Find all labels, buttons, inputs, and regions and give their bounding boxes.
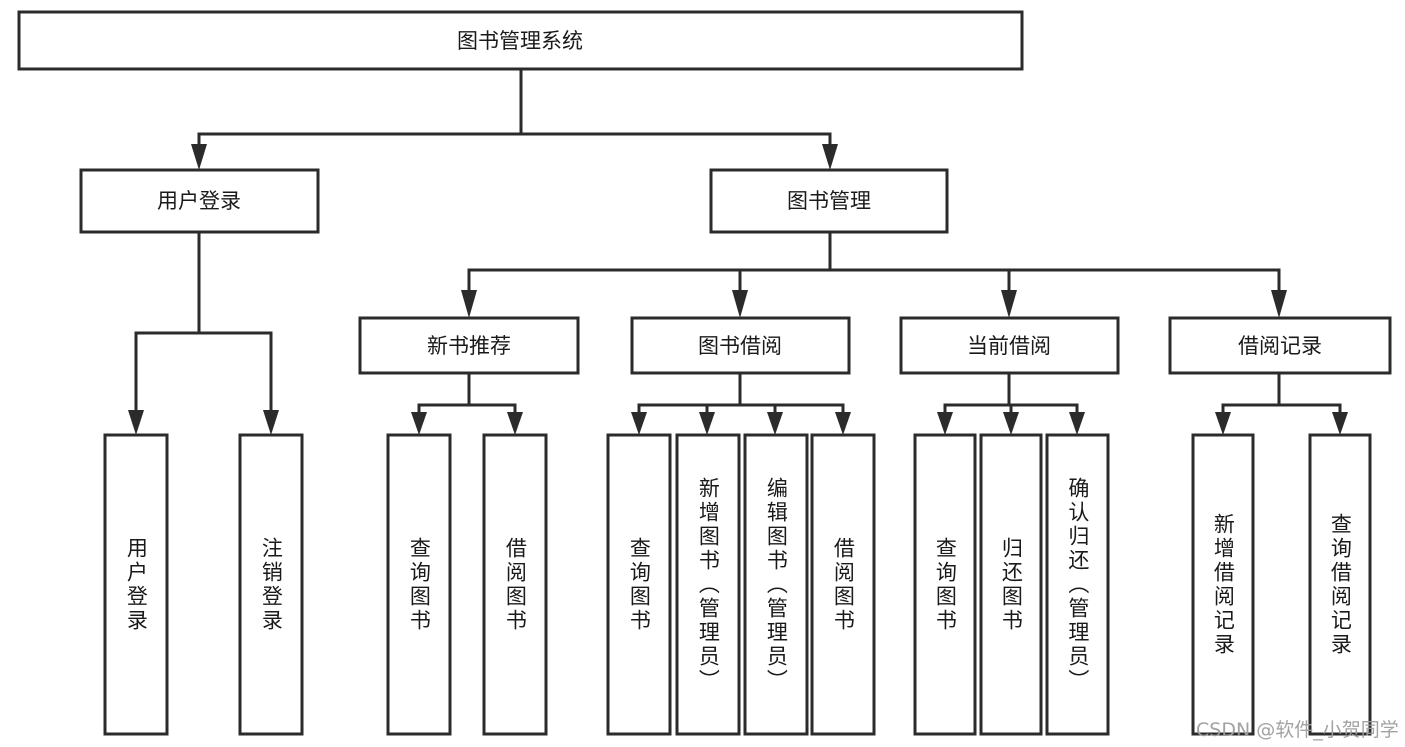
leaf-box-user-login[interactable] xyxy=(103,433,169,736)
leaf-box-query-book-3[interactable] xyxy=(913,433,977,736)
arrow-to-leaf-borrow-book-2 xyxy=(835,412,851,435)
arrow-to-leaf-confirm-return xyxy=(1069,412,1085,435)
node-new-book-recommend[interactable]: 新书推荐 xyxy=(358,316,580,375)
csdn-watermark: CSDN @软件_小贺同学 xyxy=(1196,719,1399,741)
arrow-to-borrow-record xyxy=(1271,290,1287,318)
leaf-box-add-book[interactable] xyxy=(675,433,741,736)
leaf-box-return-book[interactable] xyxy=(979,433,1043,736)
arrow-to-leaf-edit-book xyxy=(767,412,783,435)
node-current-borrow-label: 当前借阅 xyxy=(967,334,1051,358)
arrow-to-new-book-rec xyxy=(461,290,477,318)
leaf-box-borrow-book-2[interactable] xyxy=(810,433,876,736)
leaf-box-query-book-1[interactable] xyxy=(386,433,452,736)
node-root-label: 图书管理系统 xyxy=(457,29,583,53)
node-borrow-record-box[interactable] xyxy=(1168,316,1392,375)
node-borrow-record-label: 借阅记录 xyxy=(1238,334,1322,358)
node-user-login-box[interactable] xyxy=(79,168,320,234)
node-book-management[interactable]: 图书管理 xyxy=(709,168,949,234)
arrow-to-leaf-return-book xyxy=(1003,412,1019,435)
node-borrow-record[interactable]: 借阅记录 xyxy=(1168,316,1392,375)
node-book-borrow-box[interactable] xyxy=(630,316,851,375)
node-book-borrow[interactable]: 图书借阅 xyxy=(630,316,851,375)
leaf-box-query-book-2[interactable] xyxy=(606,433,672,736)
node-current-borrow-box[interactable] xyxy=(899,316,1120,375)
leaf-box-add-record[interactable] xyxy=(1191,433,1255,736)
arrow-to-leaf-add-book xyxy=(699,412,715,435)
arrow-to-leaf-user-login xyxy=(128,410,144,435)
node-book-management-box[interactable] xyxy=(709,168,949,234)
arrow-to-leaf-query-record xyxy=(1332,412,1348,435)
leaf-box-logout[interactable] xyxy=(238,433,304,736)
node-user-login-label: 用户登录 xyxy=(157,189,241,213)
arrow-to-leaf-query-book-3 xyxy=(937,412,953,435)
node-current-borrow[interactable]: 当前借阅 xyxy=(899,316,1120,375)
arrow-to-leaf-add-record xyxy=(1215,412,1231,435)
arrow-to-book-borrow xyxy=(732,290,748,318)
connector-layer xyxy=(128,67,1348,435)
arrow-to-leaf-logout xyxy=(263,410,279,435)
arrow-to-leaf-query-book-2 xyxy=(631,412,647,435)
arrow-to-leaf-borrow-book-1 xyxy=(507,412,523,435)
leaf-box-confirm-return[interactable] xyxy=(1045,433,1110,736)
node-new-book-recommend-label: 新书推荐 xyxy=(427,334,511,358)
leaf-box-query-record[interactable] xyxy=(1308,433,1372,736)
arrow-to-book-mgmt xyxy=(822,144,838,170)
leaf-box-layer xyxy=(103,433,1372,736)
leaf-box-edit-book[interactable] xyxy=(743,433,809,736)
arrow-to-user-login xyxy=(191,144,207,170)
arrow-to-leaf-query-book-1 xyxy=(411,412,427,435)
node-new-book-recommend-box[interactable] xyxy=(358,316,580,375)
leaf-box-borrow-book-1[interactable] xyxy=(482,433,548,736)
node-user-login[interactable]: 用户登录 xyxy=(79,168,320,234)
arrow-to-current-borrow xyxy=(1001,290,1017,318)
node-root[interactable]: 图书管理系统 xyxy=(17,10,1024,71)
node-root-box[interactable] xyxy=(17,10,1024,71)
node-book-borrow-label: 图书借阅 xyxy=(698,334,782,358)
node-book-management-label: 图书管理 xyxy=(787,189,871,213)
